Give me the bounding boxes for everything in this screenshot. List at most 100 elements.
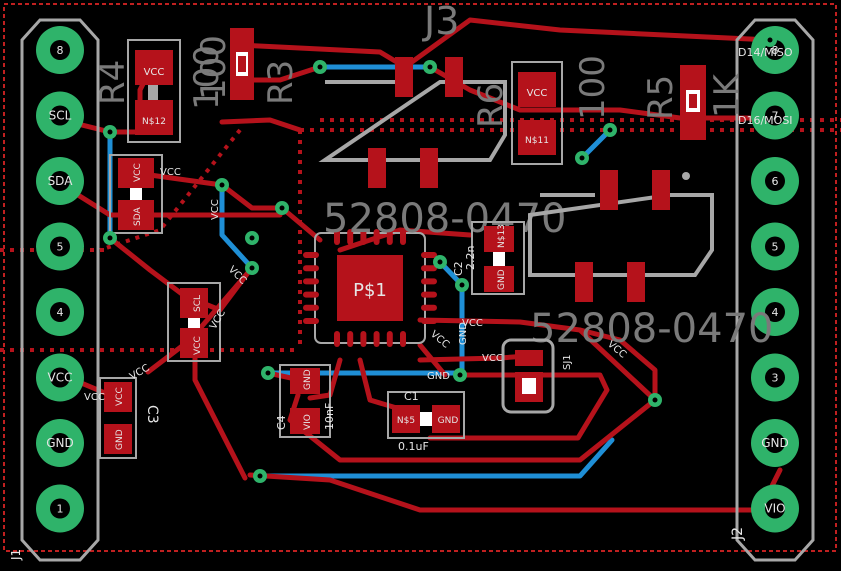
right-header-pin: 7 (751, 91, 799, 140)
r6-component: VCC N$11 R6 100 (471, 55, 613, 165)
ic-pad (373, 331, 380, 347)
ic-pad (334, 331, 340, 347)
svg-text:D14/MISO: D14/MISO (738, 46, 793, 59)
via (261, 366, 275, 380)
right-header-pin: 4 (751, 288, 799, 336)
connector-mid-pad-3 (575, 262, 593, 302)
left-header-pin-label: 8 (57, 44, 64, 57)
j3-designator: J3 (422, 0, 459, 43)
ic-pad (360, 229, 367, 245)
right-header-pin: 5 (751, 222, 799, 271)
c1-component: N$5 GND C1 0.1uF (387, 390, 465, 453)
svg-text:10nF: 10nF (323, 403, 336, 430)
via (648, 393, 662, 407)
via (215, 178, 229, 192)
svg-text:C4: C4 (275, 415, 288, 430)
left-header-pin: 1 (36, 484, 84, 533)
via (103, 231, 117, 245)
connector-j3-top: 52808-0470 J3 (318, 0, 566, 242)
connector-mid-outline (528, 193, 714, 277)
svg-text:D16/MOSI: D16/MOSI (738, 114, 793, 127)
ic-pad (303, 265, 319, 272)
svg-text:C3: C3 (144, 405, 160, 424)
via (575, 151, 589, 165)
ic-pad (303, 304, 319, 311)
r2-component: VCC SDA VCC (109, 154, 181, 234)
via (275, 201, 289, 215)
svg-text:GND: GND (497, 269, 507, 290)
left-header-pin: SCL (36, 91, 84, 140)
connector-top-label: 52808-0470 (323, 196, 566, 242)
right-header-pin-label: GND (761, 436, 789, 450)
svg-text:VCC: VCC (160, 167, 181, 178)
via (245, 261, 259, 275)
via (253, 469, 267, 483)
ic-pad (303, 291, 319, 298)
r5-component: R5 1K (641, 65, 747, 140)
ic-pad (386, 331, 393, 347)
via (245, 231, 259, 245)
left-header-pin-label: 5 (57, 241, 64, 254)
via (433, 255, 447, 269)
c2-component: N$13 GND C2 2.2n (452, 221, 525, 295)
via (453, 368, 467, 382)
left-header-pin: SDA (36, 157, 84, 205)
svg-text:100: 100 (194, 35, 234, 100)
svg-text:GND: GND (438, 416, 459, 426)
trace-net-labels: VCC VCC GND GND VCC VCC VCC VCC VCC D14/… (208, 46, 793, 382)
ic-pad (334, 229, 340, 245)
left-header-pin: GND (36, 419, 84, 467)
ic-pad (400, 331, 406, 347)
ic-pad (347, 229, 354, 245)
svg-text:GND: GND (303, 369, 313, 390)
j2-designator: J2 (730, 527, 746, 541)
connector-mid-pad-1 (600, 170, 618, 210)
r3-component: R3 100 (194, 28, 301, 105)
connector-mid-pin1-dot (682, 172, 690, 180)
connector-top-pad-4 (420, 148, 438, 188)
svg-text:R4: R4 (93, 60, 133, 105)
connector-top-pad-2 (445, 57, 463, 97)
svg-text:VCC: VCC (128, 363, 152, 383)
j1-designator: J1 (9, 549, 23, 561)
svg-text:1K: 1K (707, 72, 747, 118)
ic-pad (360, 331, 367, 347)
svg-text:N$5: N$5 (397, 416, 415, 426)
right-header-pin: 3 (751, 353, 799, 402)
connector-top-pad-3 (368, 148, 386, 188)
svg-text:VCC: VCC (210, 199, 221, 220)
left-header-pin-label: SDA (48, 174, 74, 188)
connector-top-outline (318, 80, 507, 162)
svg-text:N$12: N$12 (142, 117, 166, 127)
left-header-pin: 5 (36, 222, 84, 271)
board-outline (3, 3, 837, 552)
svg-text:VCC: VCC (193, 336, 203, 355)
left-header-pin-label: SCL (49, 109, 72, 123)
svg-text:VCC: VCC (428, 329, 451, 351)
svg-text:VCC: VCC (144, 67, 165, 78)
ic-pad (400, 229, 406, 245)
svg-text:SJ1: SJ1 (562, 354, 573, 370)
svg-text:C2: C2 (452, 261, 465, 276)
left-header-pin: VCC (36, 353, 84, 402)
svg-text:2.2n: 2.2n (464, 246, 477, 270)
left-header-pin-label: 1 (57, 503, 64, 516)
right-header-pin-label: 8 (772, 44, 779, 57)
c3-component: VCC GND C3 VCC VCC (84, 363, 160, 459)
left-header-pin-label: 4 (57, 306, 64, 319)
c4-component: GND VIO C4 10nF (275, 364, 336, 438)
via (603, 123, 617, 137)
svg-text:GND: GND (427, 371, 450, 382)
left-header-pin-label: VCC (48, 371, 73, 385)
svg-text:VCC: VCC (482, 353, 503, 364)
via (763, 33, 777, 47)
svg-text:R5: R5 (641, 75, 681, 120)
svg-text:0.1uF: 0.1uF (398, 440, 429, 453)
right-header-pin-label: VIO (764, 502, 785, 516)
via (103, 125, 117, 139)
right-header-pin-label: 3 (772, 372, 779, 385)
ic-designator: P$1 (353, 280, 387, 301)
ic-pad (421, 304, 437, 311)
ic-pad (373, 229, 380, 245)
